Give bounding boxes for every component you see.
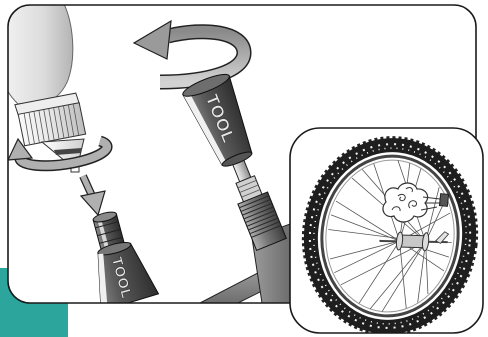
tire-valve <box>439 194 448 207</box>
